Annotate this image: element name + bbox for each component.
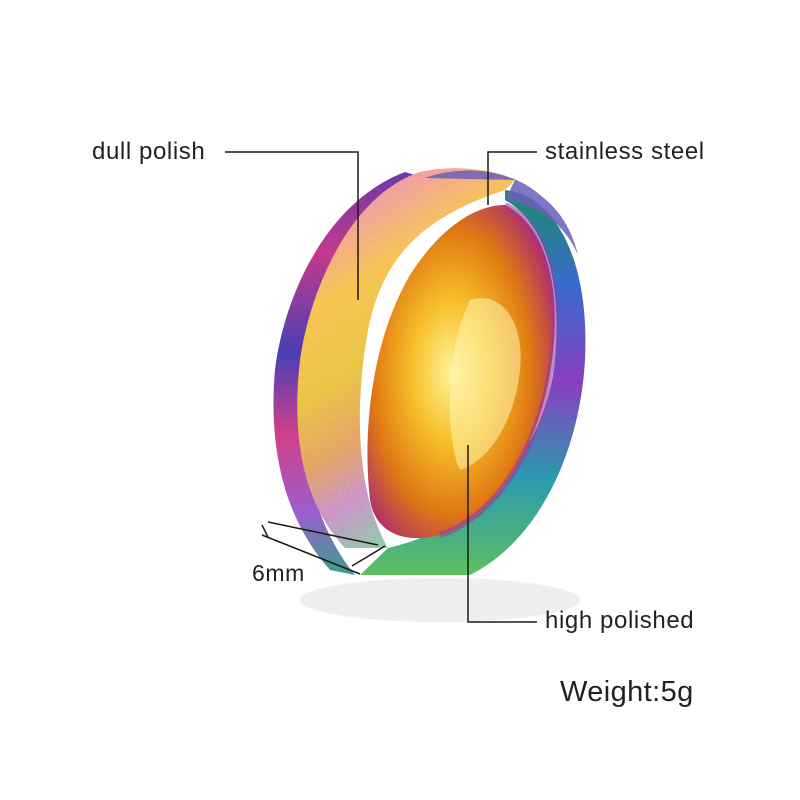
- dimension-line-6mm: [267, 521, 379, 546]
- leader-lines: [225, 151, 537, 623]
- ring-rim-right: [360, 190, 586, 575]
- ring-shadow: [300, 578, 580, 622]
- leader-line-high-polished: [467, 445, 537, 623]
- leader-line-dull-polish: [225, 151, 359, 300]
- ring-inner-highlight: [449, 298, 521, 470]
- dimension-line-6mm-offset: [261, 534, 361, 575]
- ring-outer-bevel: [273, 172, 425, 575]
- leader-line-stainless-steel: [487, 151, 537, 205]
- ring-top-bevel: [425, 170, 578, 255]
- callout-high-polished: high polished: [545, 607, 695, 634]
- callout-stainless-steel: stainless steel: [545, 138, 705, 165]
- callout-width: 6mm: [252, 560, 305, 586]
- dimension-tick-left: [261, 524, 269, 538]
- callout-dull-polish: dull polish: [92, 138, 206, 165]
- weight-label: Weight:5g: [560, 676, 694, 708]
- dimension-tick-right: [351, 545, 386, 567]
- ring-inner-rim-edge: [439, 202, 558, 538]
